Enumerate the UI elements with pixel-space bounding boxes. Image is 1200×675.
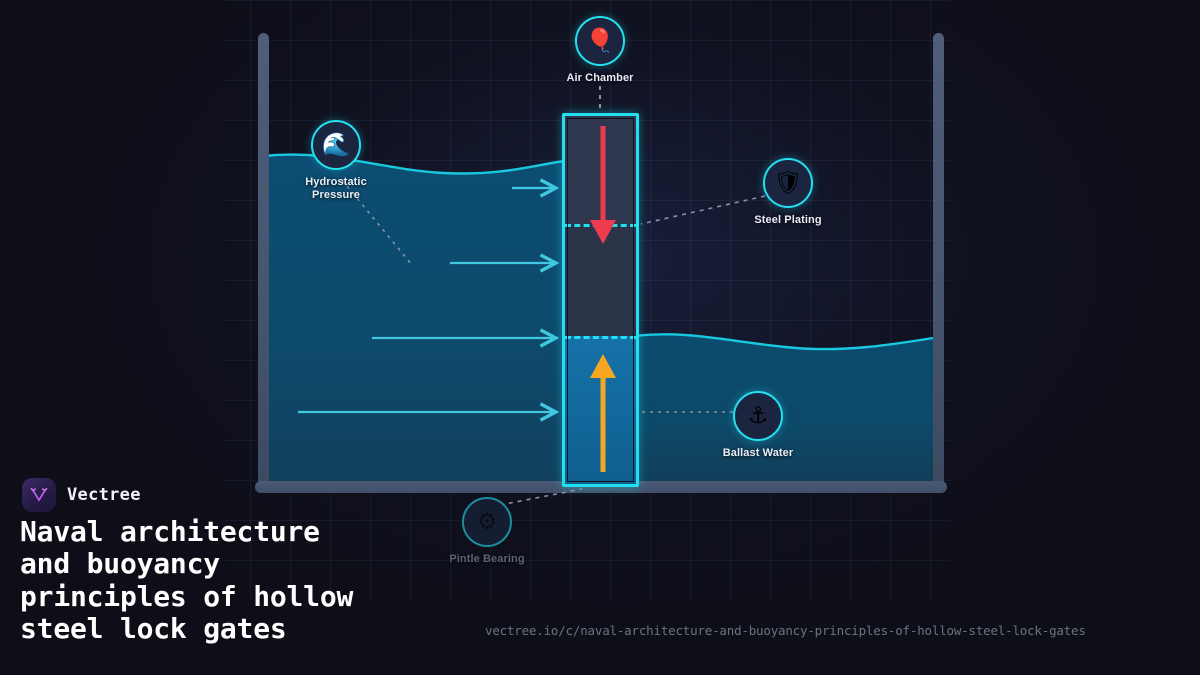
hollow-steel-lock-gate[interactable]: [562, 113, 639, 487]
node-hydrostatic-pressure-label: Hydrostatic Pressure: [305, 176, 367, 201]
lock-floor: [255, 481, 947, 493]
balloon-icon: 🎈: [585, 27, 615, 54]
node-steel-plating-circle: 🛡: [763, 158, 813, 208]
gate-divider-lower: [565, 336, 636, 339]
lock-wall-right: [933, 33, 944, 493]
node-pintle-bearing-circle: ⚙: [462, 497, 512, 547]
node-air-chamber-circle: 🎈: [575, 16, 625, 66]
node-ballast-water-circle: ⚓: [733, 391, 783, 441]
node-steel-plating-label: Steel Plating: [754, 214, 822, 226]
node-steel-plating[interactable]: 🛡 Steel Plating: [723, 158, 853, 227]
vector-tree-logo-icon: [30, 487, 48, 502]
hydrostatic-pressure-arrows: [298, 0, 950, 600]
source-url: vectree.io/c/naval-architecture-and-buoy…: [485, 623, 1086, 638]
node-pintle-bearing-label: Pintle Bearing: [449, 553, 525, 565]
gear-icon: ⚙: [476, 508, 498, 535]
lock-wall-left: [258, 33, 269, 493]
brand-name: Vectree: [67, 485, 141, 505]
anchor-icon: ⚓: [747, 402, 769, 429]
gate-down-arrow-icon: [590, 126, 616, 244]
vectree-logo: [22, 478, 56, 512]
node-ballast-water[interactable]: ⚓ Ballast Water: [693, 391, 823, 460]
shield-icon: 🛡: [773, 169, 803, 196]
page-title: Naval architecture and buoyancy principl…: [20, 515, 354, 646]
wave-icon: 🌊: [321, 131, 351, 158]
brand: Vectree: [22, 478, 141, 512]
node-air-chamber-label: Air Chamber: [566, 72, 634, 84]
node-hydrostatic-pressure[interactable]: 🌊 Hydrostatic Pressure: [271, 120, 401, 202]
node-ballast-water-label: Ballast Water: [722, 447, 794, 459]
node-pintle-bearing[interactable]: ⚙ Pintle Bearing: [422, 497, 552, 566]
gate-mid-segment: [565, 224, 636, 336]
node-hydrostatic-pressure-circle: 🌊: [311, 120, 361, 170]
node-air-chamber[interactable]: 🎈 Air Chamber: [535, 16, 665, 85]
gate-up-arrow-icon: [590, 354, 616, 472]
